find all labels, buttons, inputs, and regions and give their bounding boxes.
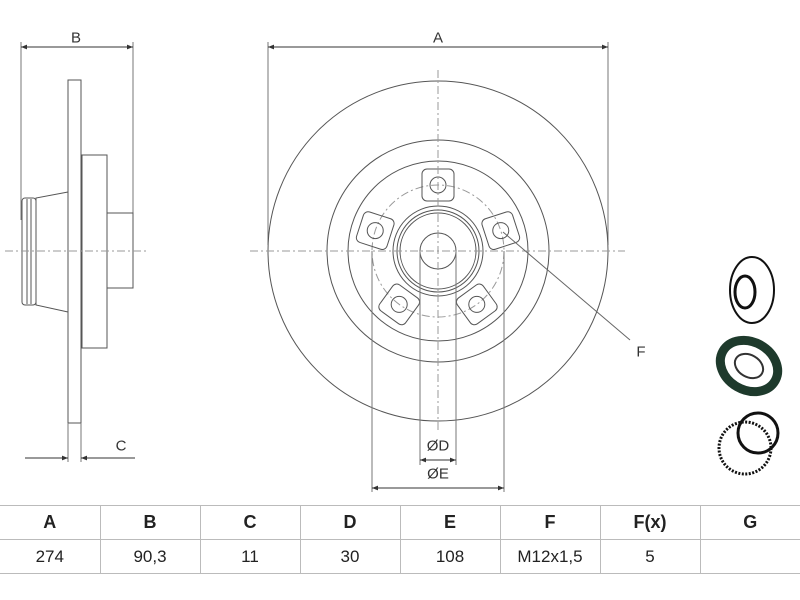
label-f: F [636,343,646,361]
header-f: F [499,505,601,540]
value-a: 274 [0,539,101,574]
front-view [250,42,631,492]
value-d: 30 [299,539,401,574]
value-b: 90,3 [99,539,201,574]
value-e: 108 [399,539,501,574]
label-b: B [70,29,82,47]
bolt-pad [481,211,521,250]
bolt-pad [455,283,498,326]
brake-disc-icon [729,256,775,324]
value-g [699,539,800,574]
label-d: ØD [426,437,450,455]
bolt-hole [366,222,384,240]
spec-header-row: A B C D E F F(x) G [0,505,800,540]
bolt-pad [355,211,395,250]
bolt-hole [390,295,408,313]
wheel-bearing-icon [715,335,783,397]
bolt-pad [378,283,421,326]
value-fx: 5 [599,539,701,574]
label-c: C [115,437,127,455]
header-c: C [199,505,301,540]
header-a: A [0,505,101,540]
label-e: ØE [427,465,449,483]
header-e: E [399,505,501,540]
spec-value-row: 274 90,3 11 30 108 M12x1,5 5 [0,539,800,574]
value-f: M12x1,5 [499,539,601,574]
bolt-hole [468,295,486,313]
abs-ring-icon [717,411,780,476]
header-b: B [99,505,201,540]
side-view [5,42,148,462]
label-a: A [432,29,444,47]
header-d: D [299,505,401,540]
technical-drawing [5,42,783,492]
bolt-hole [492,222,510,240]
header-g: G [699,505,800,540]
spec-table: A B C D E F F(x) G 274 90,3 11 30 108 M1… [0,505,800,574]
value-c: 11 [199,539,301,574]
header-fx: F(x) [599,505,701,540]
